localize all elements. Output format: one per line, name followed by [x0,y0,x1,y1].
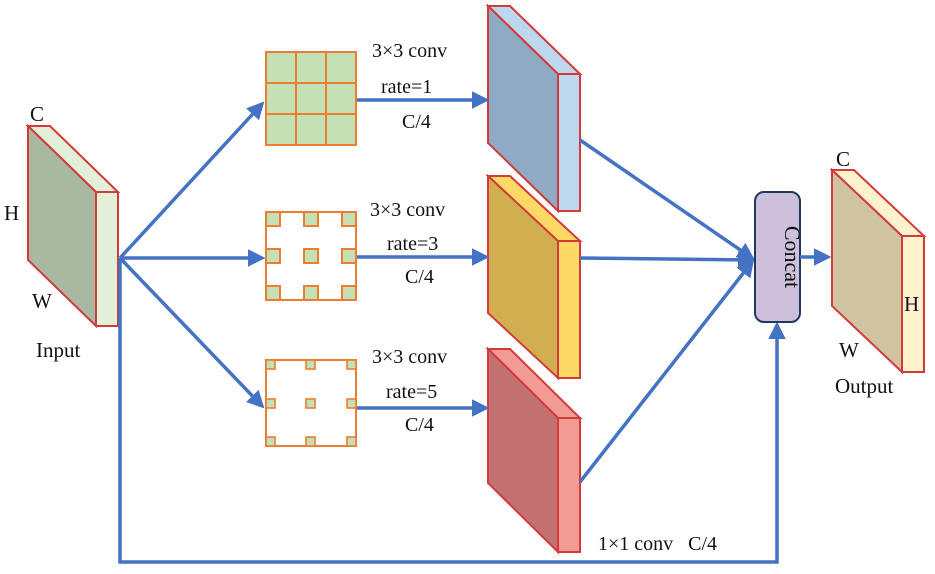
branch1-conv-label: 3×3 conv [372,40,447,62]
output-feature-map [829,167,927,375]
branch1-rate-label: rate=1 [381,76,432,98]
input-feature-map [25,123,121,329]
input-label: Input [36,338,80,362]
input-channel-label: C [30,102,44,126]
arrows-input-to-kernels [118,101,266,409]
branch3-rate-label: rate=5 [386,381,437,403]
branch1-feature-map [485,3,583,214]
input-side-face [95,191,119,327]
branch3-channels-label: C/4 [405,414,434,436]
branch3-feature-map [485,346,583,555]
output-channel-label: C [836,147,850,171]
branch1-channels-label: C/4 [402,111,431,133]
branch2-conv-label: 3×3 conv [370,199,445,221]
output-height-label: H [904,292,919,316]
input-height-label: H [4,201,19,225]
shortcut-conv-label: 1×1 conv C/4 [598,533,717,555]
kernel-rate-5 [265,359,357,447]
input-front-face [27,123,97,329]
output-label: Output [835,374,894,398]
branch2-channels-label: C/4 [405,266,434,288]
branch2-rate-label: rate=3 [387,233,438,255]
shortcut-arrow [118,258,786,564]
arrows-maps-to-concat [578,138,756,484]
kernel-rate-3 [265,211,357,301]
arrows-kernels-to-maps [357,91,490,417]
branch3-conv-label: 3×3 conv [372,346,447,368]
branch2-feature-map [485,173,583,381]
output-width-label: W [839,338,859,362]
input-width-label: W [32,289,52,313]
kernel-rate-1 [265,51,357,146]
